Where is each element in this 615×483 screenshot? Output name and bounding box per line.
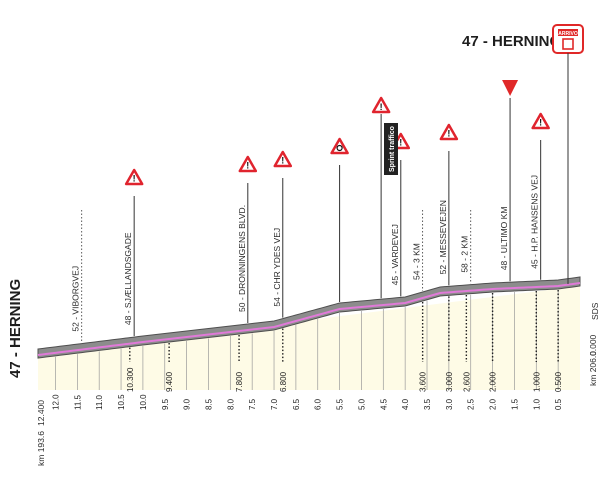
km-tick-label: 6.0 [314,398,323,410]
km-tick-label: 5.5 [336,398,345,410]
km-tick-label: 6.5 [292,398,301,410]
waypoint-label: 58 - 2 KM [460,236,470,273]
svg-text:!: ! [246,161,249,171]
km-tick-label: 3.5 [423,398,432,410]
km-tick-label: 7.5 [248,398,257,410]
caution-icon: ! [439,123,459,141]
svg-text:!: ! [133,174,136,184]
waypoint-label: 52 - MESSEVEJEN [438,200,448,274]
km-tick-label: 7.0 [270,398,279,410]
caution-icon: ! [371,96,391,114]
sprint-traffic-badge: Sprint traffico [384,123,398,175]
finish-badge-header [558,29,578,36]
km-tick-label: 4.0 [401,398,410,410]
marker-distance-label: 3.000 [445,371,454,392]
svg-text:!: ! [539,118,542,128]
end-km-label: km 206.0 [588,351,598,386]
waypoint-label: 54 - CHR YDES VEJ [272,228,282,307]
km-tick-label: 2.5 [467,398,476,410]
roundabout-icon [330,137,349,155]
km-tick-label: 12.0 [51,394,60,410]
svg-text:!: ! [281,156,284,166]
caution-icon: ! [531,112,550,130]
end-distance-label: 0.000 [588,334,598,356]
svg-text:!: ! [399,138,402,148]
sprint-traffic-text: Sprint traffico [389,126,396,172]
km-tick-label: 11.5 [73,394,82,410]
caution-icon: ! [238,155,258,173]
waypoint-label: 52 - VIBORGVEJ [71,266,81,332]
km-tick-label: 10.0 [139,394,148,410]
start-km-label: km 193.6 [36,431,46,466]
svg-text:!: ! [447,129,450,139]
km-tick-label: 8.5 [204,398,213,410]
km-tick-label: 3.0 [445,398,454,410]
marker-distance-label: 6.800 [279,371,288,392]
svg-text:!: ! [380,102,383,112]
profile-base-area [38,286,580,390]
waypoint-label: 45 - H.P. HANSENS VEJ [530,175,540,269]
road-center-line [37,282,581,356]
marker-distance-label: 1.000 [532,371,541,392]
km-tick-label: 8.0 [226,398,235,410]
waypoint-label: 50 - DRONNINGENS BLVD. [237,205,247,312]
waypoint-label: 48 - SJÆLLANDSGADE [123,232,133,325]
km-tick-label: 9.5 [161,398,170,410]
marker-distance-label: 3.600 [419,371,428,392]
start-distance-label: 12.400 [36,400,46,426]
finish-badge: ARRIVO [552,24,584,284]
waypoint-lines [81,98,542,343]
km-tick-label: 9.0 [183,398,192,410]
finish-town-label: 47 - HERNING [462,33,561,50]
marker-distance-label: 2.600 [462,371,471,392]
marker-distance-label: 2.000 [489,371,498,392]
km-tick-label: 2.0 [489,398,498,410]
km-tick-label: 1.0 [532,398,541,410]
km-tick-label: 5.0 [357,398,366,410]
km-tick-label: 10.5 [117,394,126,410]
marker-distance-label: 0.500 [554,371,563,392]
km-tick-label: 1.5 [510,398,519,410]
marker-distance-label: 10.300 [126,367,135,392]
caution-icon: ! [273,150,293,168]
waypoint-label: 48 - ULTIMO KM [499,207,509,271]
start-town-label: 47 - HERNING [7,279,24,378]
caution-icon: ! [124,168,144,186]
last-km-flag-icon [502,80,519,96]
waypoint-label: 54 - 3 KM [412,243,422,280]
waypoint-label: 45 - VARDEVEJ [390,224,400,285]
finish-flag-icon [562,38,574,50]
marker-layer: 10.300 9.400 7.800 6.800 3.600 3.000 2.600 2.00… [126,290,563,392]
km-tick-label: 11.0 [95,394,104,410]
km-tick-label: 0.5 [554,398,563,410]
marker-distance-label: 9.400 [165,371,174,392]
road-code-label: SDS [590,302,600,320]
marker-distance-label: 7.800 [235,371,244,392]
km-tick-label: 4.5 [379,398,388,410]
waypoint-layer: 52 - VIBORGVEJ 48 - SJÆLLANDSGADE! 50 - DR… [71,80,550,332]
finish-badge-text: ARRIVO [558,31,578,37]
